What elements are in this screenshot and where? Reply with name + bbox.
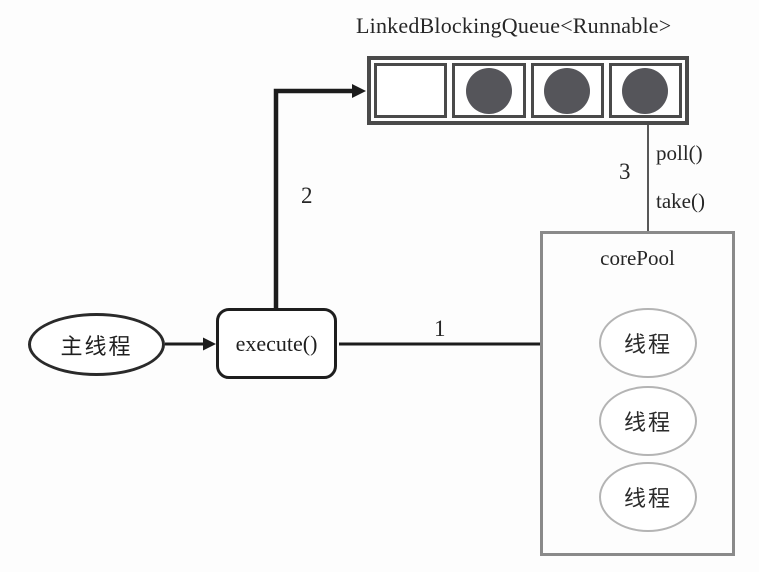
execute-node: execute()	[216, 308, 337, 379]
thread-node: 线程	[599, 308, 697, 378]
core-pool-label: corePool	[600, 246, 675, 270]
task-circle	[465, 67, 512, 114]
thread-node: 线程	[599, 462, 697, 532]
task-queue	[367, 56, 689, 125]
arrow-main-to-execute	[165, 337, 216, 351]
poll-label: poll()	[656, 141, 703, 165]
task-circle	[622, 67, 669, 114]
arrow-label-step3: 3	[619, 159, 631, 184]
queue-cell	[608, 63, 682, 118]
arrow-execute-to-queue	[273, 84, 366, 309]
queue-cell	[452, 63, 526, 118]
task-circle	[544, 67, 591, 114]
take-label: take()	[656, 189, 705, 213]
arrow-label-step2: 2	[301, 183, 313, 208]
arrow-label-step1: 1	[434, 316, 446, 341]
main-thread-node: 主线程	[28, 313, 165, 376]
thread-node: 线程	[599, 386, 697, 456]
queue-cell	[374, 63, 448, 118]
queue-title: LinkedBlockingQueue<Runnable>	[356, 13, 672, 38]
queue-cell	[530, 63, 604, 118]
